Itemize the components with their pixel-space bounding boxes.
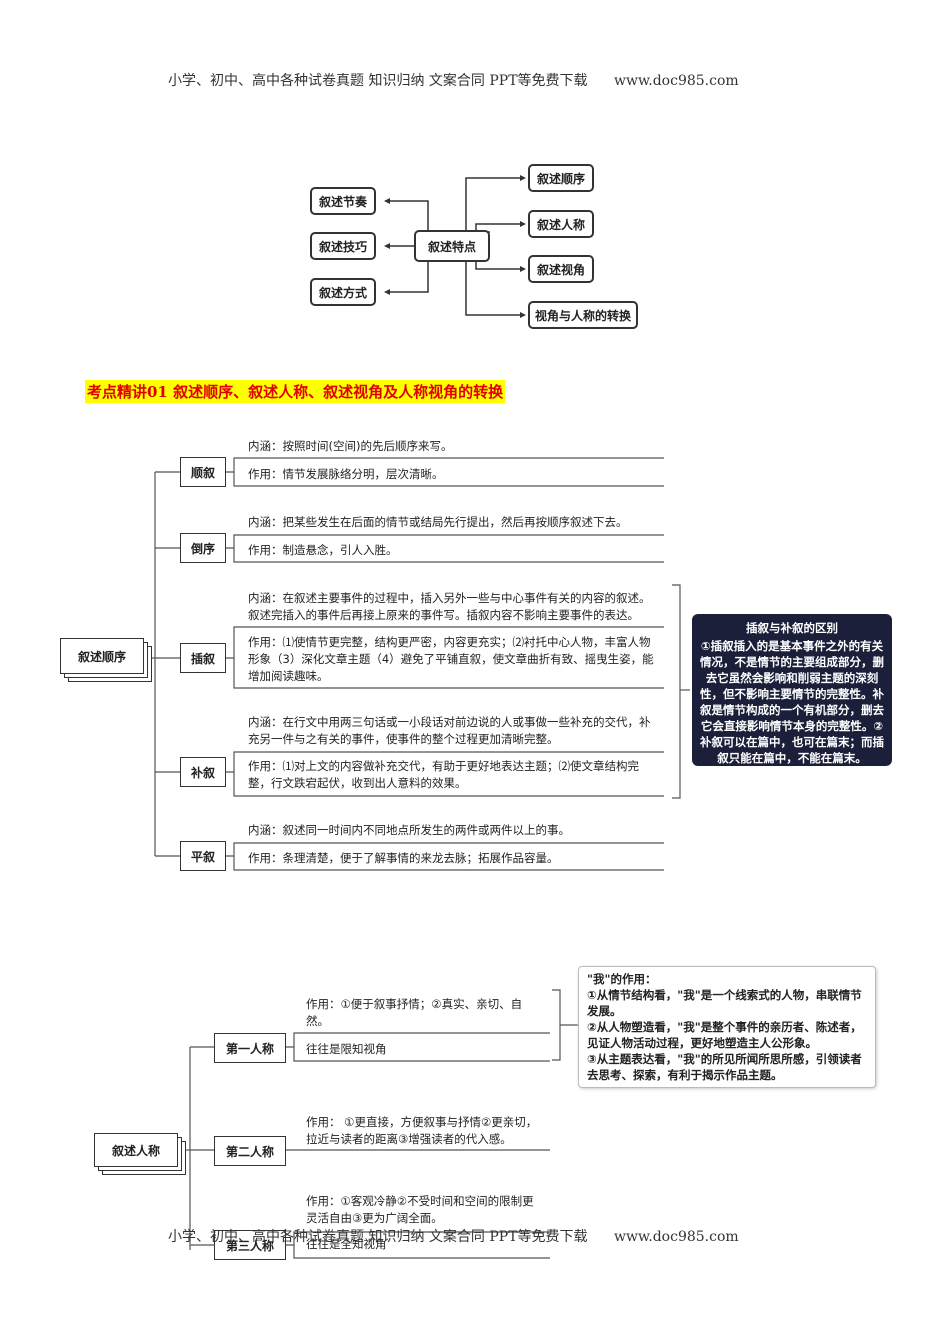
map1-left-0: 叙述节奏 <box>310 187 376 215</box>
header-url: www.doc985.com <box>613 73 739 89</box>
page-header: 小学、初中、高中各种试卷真题 知识归纳 文案合同 PPT等免费下载 www.do… <box>168 70 739 90</box>
map1-right-label: 叙述视角 <box>536 262 585 277</box>
map2-root-label: 叙述顺序 <box>77 649 126 664</box>
header-text: 小学、初中、高中各种试卷真题 知识归纳 文案合同 PPT等免费下载 <box>168 73 588 89</box>
map1-left-2: 叙述方式 <box>310 278 376 306</box>
branch-chaxu: 插叙 <box>180 643 226 673</box>
branch-label: 插叙 <box>190 651 215 666</box>
map2-root: 叙述顺序 <box>60 638 144 674</box>
map1-right-label: 叙述人称 <box>536 217 585 232</box>
map1-right-3: 视角与人称的转换 <box>528 301 638 329</box>
third-person-view: 往往是全知视角 <box>306 1237 387 1251</box>
branch-second-person: 第二人称 <box>214 1136 286 1166</box>
branch-label: 平叙 <box>190 849 215 864</box>
pingxu-meaning: 内涵：叙述同一时间内不同地点所发生的两件或两件以上的事。 <box>248 823 570 837</box>
map1-left-label: 叙述技巧 <box>318 239 367 254</box>
buxu-effect: 作用：⑴对上文的内容做补充交代，有助于更好地表达主题；⑵使文章结构完整，行文跌宕… <box>248 759 639 790</box>
shunxu-meaning: 内涵：按照时间(空间)的先后顺序来写。 <box>248 439 453 453</box>
note-item: ③从主题表达看，"我"的所见所闻所思所感，引领读者去思考、探索，有利于揭示作品主… <box>587 1052 862 1082</box>
map3-root-label: 叙述人称 <box>111 1143 160 1158</box>
branch-label: 补叙 <box>190 765 215 780</box>
daoxu-meaning: 内涵：把某些发生在后面的情节或结局先行提出，然后再按顺序叙述下去。 <box>248 515 628 529</box>
map3-root: 叙述人称 <box>94 1133 178 1167</box>
map1-right-0: 叙述顺序 <box>528 164 594 192</box>
map1-center: 叙述特点 <box>414 230 490 262</box>
branch-label: 第三人称 <box>225 1238 274 1253</box>
chaxu-effect: 作用：⑴使情节更完整，结构更严密，内容更充实；⑵衬托中心人物，丰富人物形象（3）… <box>248 635 654 683</box>
map1-right-1: 叙述人称 <box>528 210 594 238</box>
map1-left-1: 叙述技巧 <box>310 232 376 260</box>
branch-label: 第一人称 <box>225 1041 274 1056</box>
branch-pingxu: 平叙 <box>180 841 226 871</box>
note-item: ②从人物塑造看，"我"是整个事件的亲历者、陈述者，见证人物活动过程，更好地塑造主… <box>587 1020 862 1050</box>
branch-third-person: 第三人称 <box>214 1230 286 1260</box>
section-title: 考点精讲01 叙述顺序、叙述人称、叙述视角及人称视角的转换 <box>85 380 506 403</box>
buxu-meaning: 内涵：在行文中用两三句话或一小段话对前边说的人或事做一些补充的交代，补充另一件与… <box>248 715 651 746</box>
branch-daoxu: 倒序 <box>180 533 226 563</box>
map1-right-label: 视角与人称的转换 <box>534 308 631 323</box>
map1-right-label: 叙述顺序 <box>536 171 585 186</box>
branch-label: 倒序 <box>190 541 215 556</box>
map1-right-2: 叙述视角 <box>528 255 594 283</box>
first-person-effect: 作用：①便于叙事抒情；②真实、亲切、自然。 <box>306 997 523 1028</box>
second-person-effect: 作用： ①更直接，方便叙事与抒情②更亲切，拉近与读者的距离③增强读者的代入感。 <box>306 1115 538 1146</box>
note-item: ①从情节结构看，"我"是一个线索式的人物，串联情节发展。 <box>587 988 862 1018</box>
map1-left-label: 叙述节奏 <box>318 194 367 209</box>
branch-shunxu: 顺叙 <box>180 457 226 487</box>
note-title: "我"的作用： <box>587 972 657 986</box>
chaxu-buxu-note: 插叙与补叙的区别 ①插叙插入的是基本事件之外的有关情况，不是情节的主要组成部分，… <box>692 614 892 766</box>
first-person-note: "我"的作用： ①从情节结构看，"我"是一个线索式的人物，串联情节发展。 ②从人… <box>578 966 876 1088</box>
footer-text: 小学、初中、高中各种试卷真题 知识归纳 文案合同 PPT等免费下载 <box>168 1229 588 1245</box>
page-footer: 小学、初中、高中各种试卷真题 知识归纳 文案合同 PPT等免费下载 www.do… <box>168 1226 739 1246</box>
branch-buxu: 补叙 <box>180 757 226 787</box>
note-title: 插叙与补叙的区别 <box>746 621 838 635</box>
map1-left-label: 叙述方式 <box>318 285 367 300</box>
daoxu-effect: 作用：制造悬念，引人入胜。 <box>248 543 398 557</box>
shunxu-effect: 作用：情节发展脉络分明，层次清晰。 <box>248 467 444 481</box>
note-body: ①插叙插入的是基本事件之外的有关情况，不是情节的主要组成部分，删去它虽然会影响和… <box>700 639 884 765</box>
map1-center-label: 叙述特点 <box>427 239 476 254</box>
first-person-view: 往往是限知视角 <box>306 1042 387 1056</box>
pingxu-effect: 作用：条理清楚，便于了解事情的来龙去脉；拓展作品容量。 <box>248 851 559 865</box>
branch-first-person: 第一人称 <box>214 1033 286 1063</box>
branch-label: 顺叙 <box>190 465 215 480</box>
branch-label: 第二人称 <box>225 1144 274 1159</box>
third-person-effect: 作用：①客观冷静②不受时间和空间的限制更灵活自由③更为广阔全面。 <box>306 1194 534 1225</box>
footer-url: www.doc985.com <box>613 1229 739 1245</box>
chaxu-meaning: 内涵：在叙述主要事件的过程中，插入另外一些与中心事件有关的内容的叙述。叙述完插入… <box>248 591 651 622</box>
